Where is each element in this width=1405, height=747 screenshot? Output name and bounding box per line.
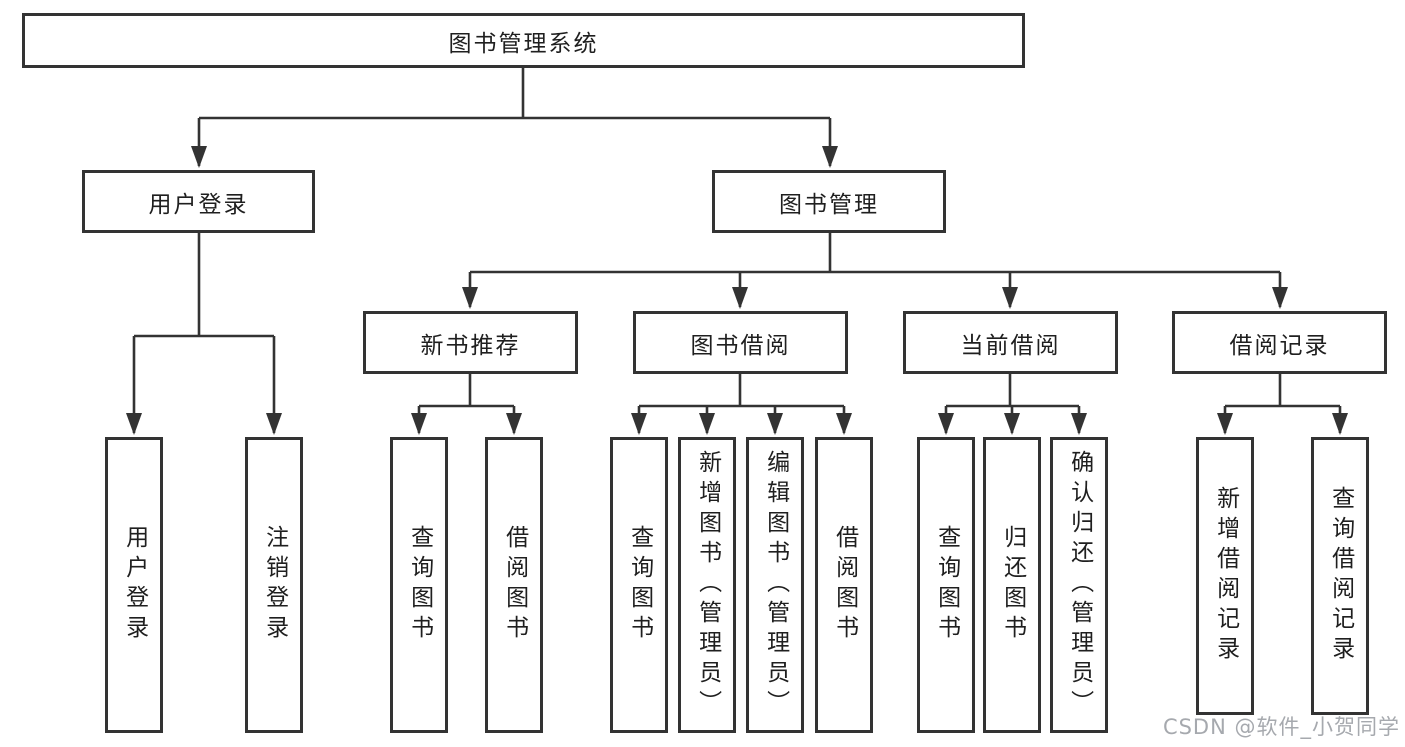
leaf-borrowing-borrow-books: 借阅图书 [815, 437, 873, 733]
leaf-borrowing-edit-books-admin: 编辑图书（管理员） [746, 437, 804, 733]
node-borrow-records: 借阅记录 [1172, 311, 1387, 374]
leaf-logout: 注销登录 [245, 437, 303, 733]
node-root-system: 图书管理系统 [22, 13, 1025, 68]
csdn-watermark: CSDN @软件_小贺同学 [1162, 715, 1400, 739]
node-book-management: 图书管理 [712, 170, 946, 233]
node-new-book-recommend: 新书推荐 [363, 311, 578, 374]
leaf-current-return-books: 归还图书 [983, 437, 1041, 733]
leaf-recommend-query-books: 查询图书 [390, 437, 448, 733]
node-user-login: 用户登录 [82, 170, 315, 233]
leaf-borrowing-query-books: 查询图书 [610, 437, 668, 733]
leaf-current-query-books: 查询图书 [917, 437, 975, 733]
leaf-user-login: 用户登录 [105, 437, 163, 733]
leaf-records-query-record: 查询借阅记录 [1311, 437, 1369, 715]
node-book-borrowing: 图书借阅 [633, 311, 848, 374]
leaf-recommend-borrow-books: 借阅图书 [485, 437, 543, 733]
node-current-borrowing: 当前借阅 [903, 311, 1118, 374]
leaf-records-add-record: 新增借阅记录 [1196, 437, 1254, 715]
leaf-current-confirm-return-admin: 确认归还（管理员） [1050, 437, 1108, 733]
leaf-borrowing-add-books-admin: 新增图书（管理员） [678, 437, 736, 733]
